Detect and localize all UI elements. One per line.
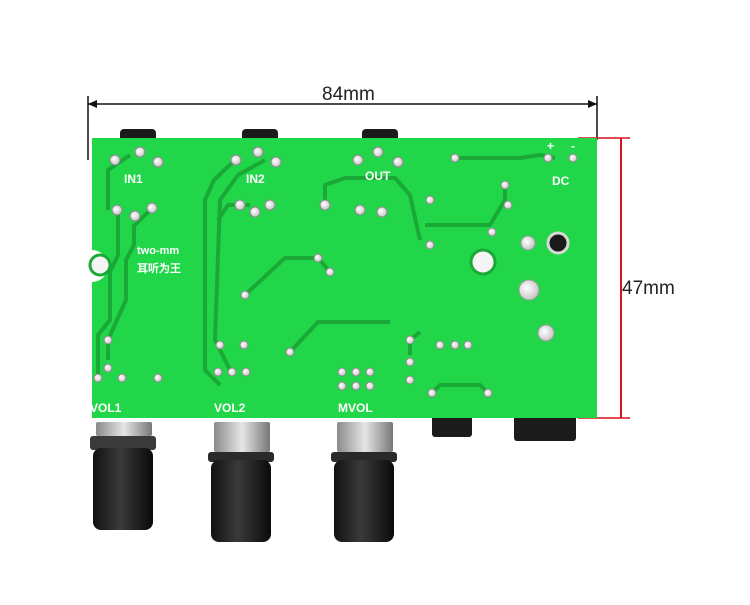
in2-label: IN2 [246,172,265,186]
logo-line1: two-mm [137,245,179,257]
dc-label: DC [552,174,570,188]
width-dimension-label: 84mm [322,84,375,105]
in1-label: IN1 [124,172,143,186]
logo-line2: 耳听为王 [137,261,181,275]
mounting-holes [88,231,570,277]
potentiometer-vol1 [90,422,156,530]
mvol-label: MVOL [338,401,373,415]
bottom-jacks [432,415,576,441]
solder-pads [93,146,578,398]
height-dimension-label: 47mm [622,278,675,299]
vol2-label: VOL2 [214,401,246,415]
out-label: OUT [365,169,391,183]
width-dimension [87,96,598,160]
potentiometer-mvol [331,422,397,542]
potentiometer-vol2 [208,422,274,542]
dc-minus-label: - [571,139,575,153]
vol1-label: VOL1 [90,401,122,415]
large-pads [518,235,555,342]
dc-plus-label: + [547,139,554,153]
